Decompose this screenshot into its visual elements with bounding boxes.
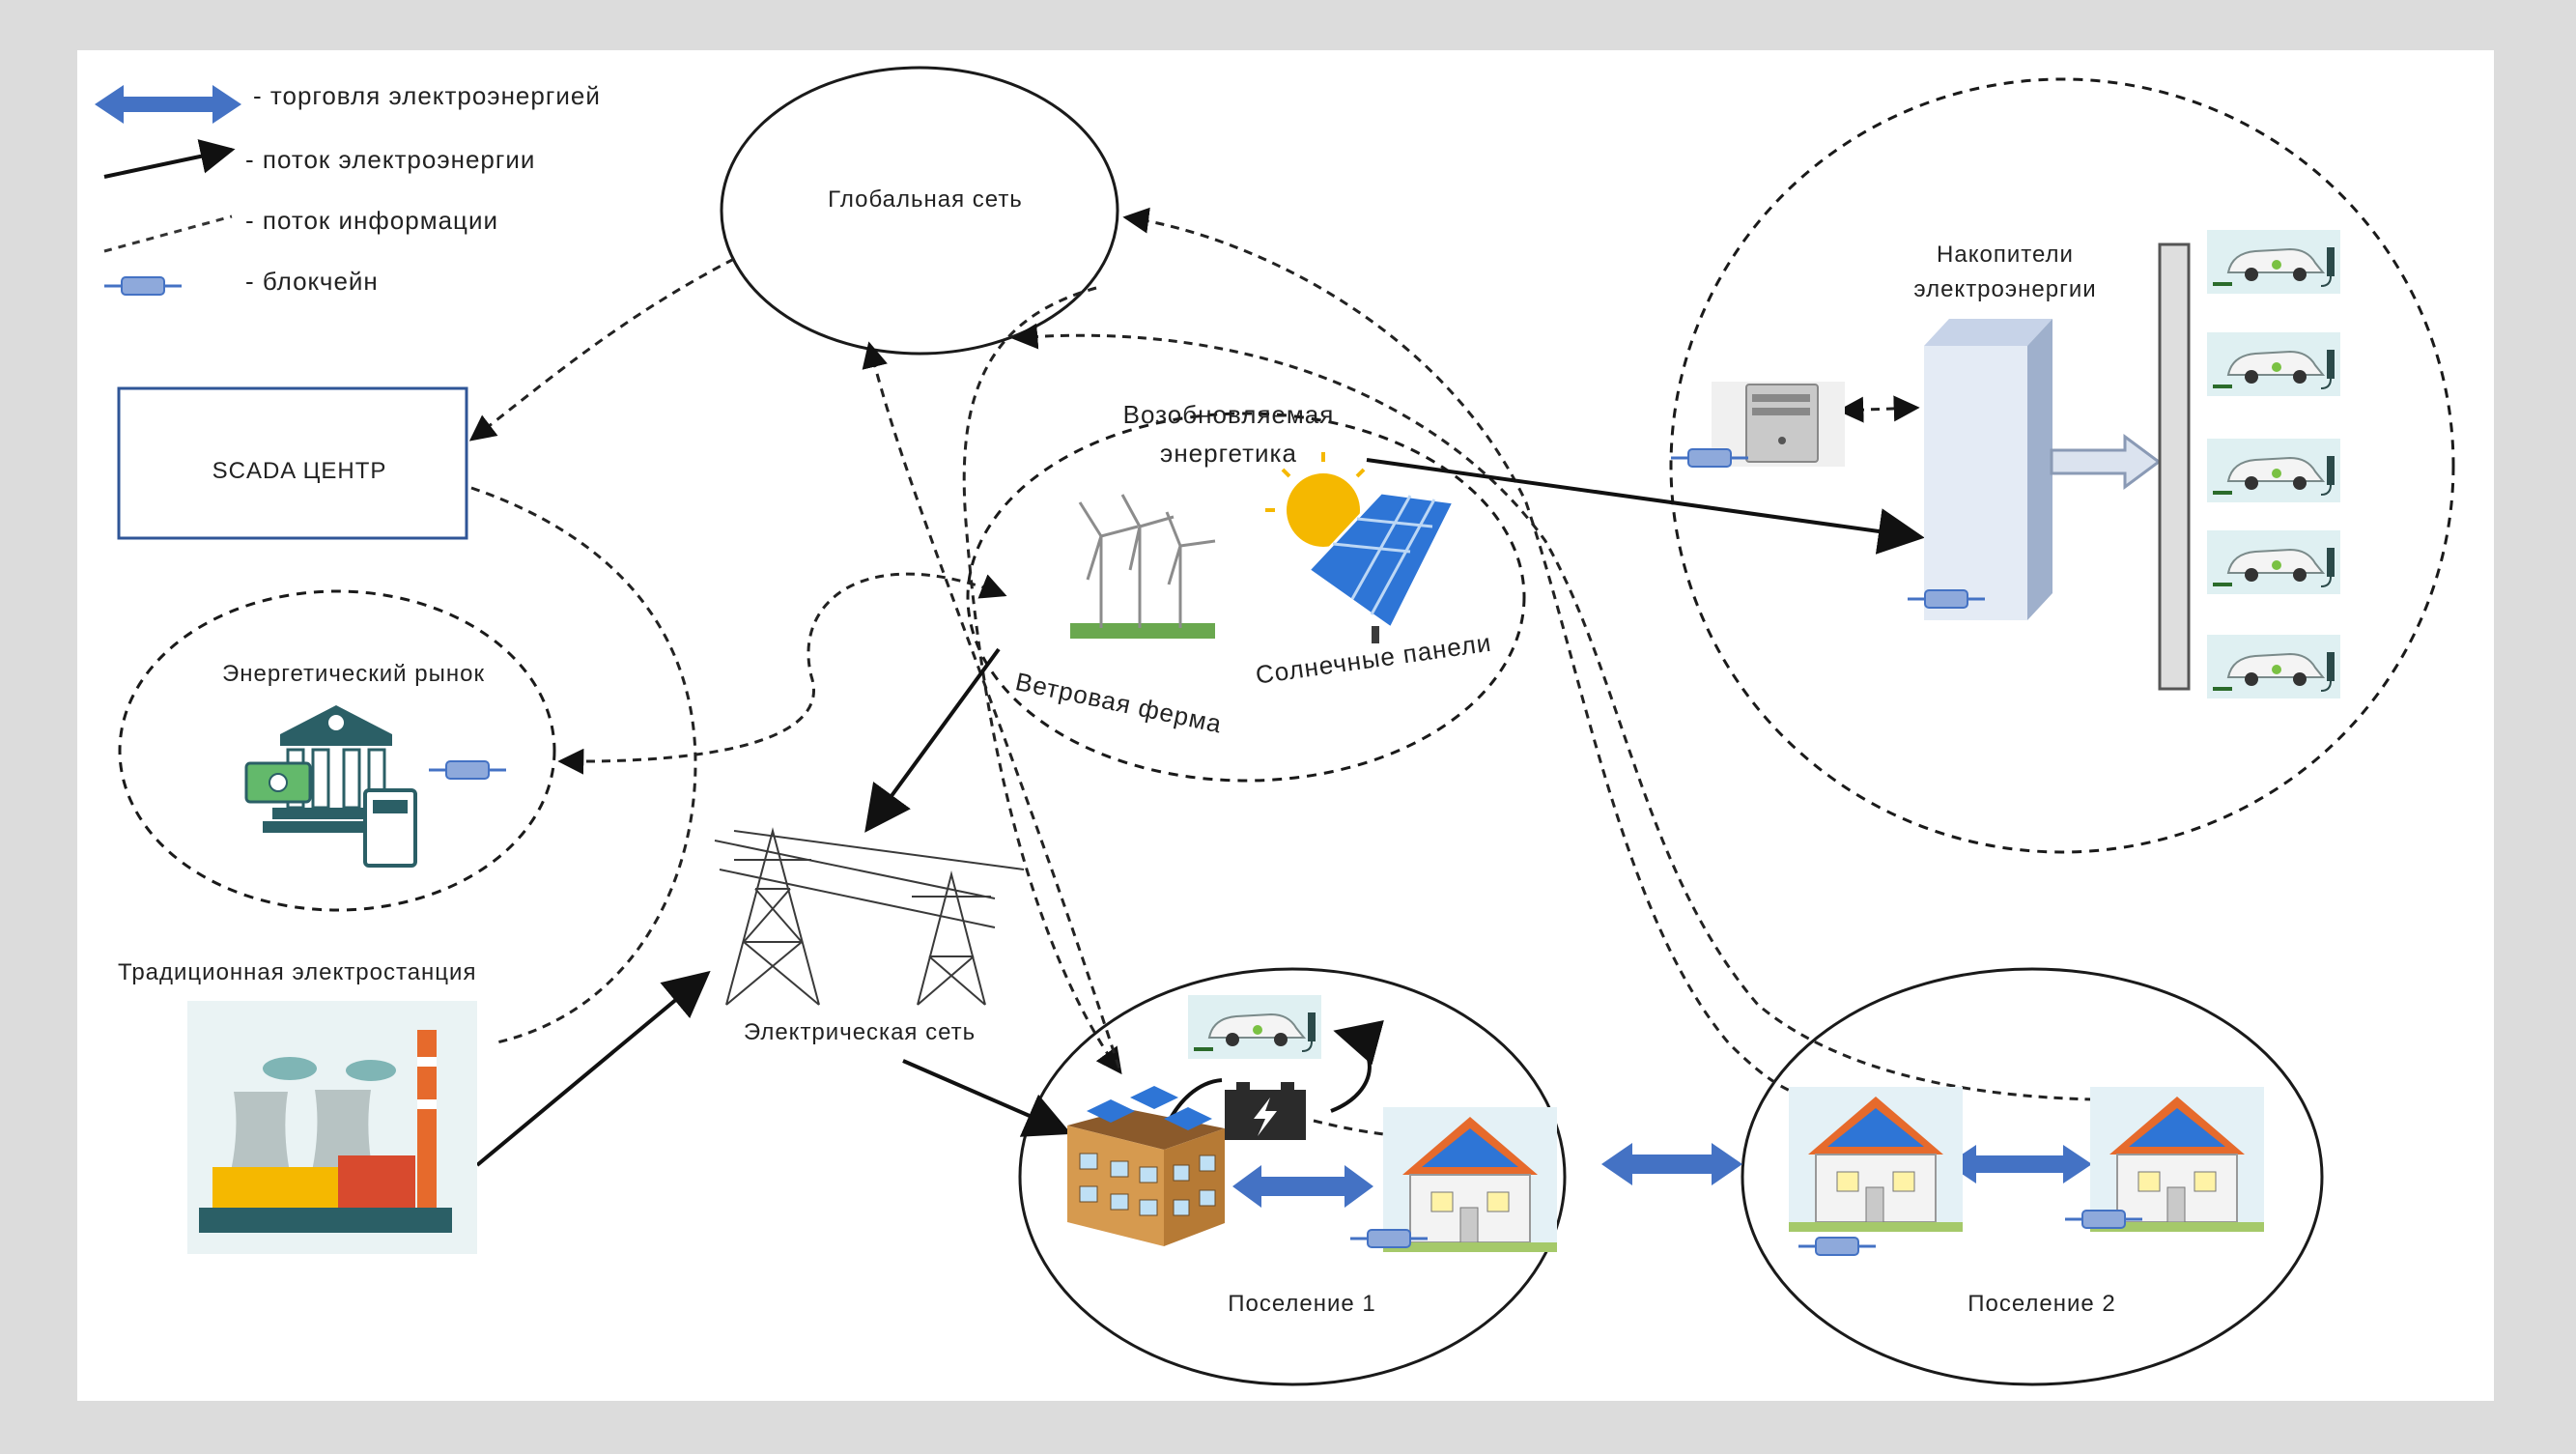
traditional-plant-label: Традиционная электростанция [118, 959, 477, 985]
global-network-label: Глобальная сеть [828, 186, 1023, 213]
storage-tower-icon [1924, 319, 2052, 620]
storage-output-arrow [2050, 434, 2162, 490]
trade-arrow-settlement2 [1947, 1145, 2092, 1183]
ev-charging-icon [2205, 437, 2342, 504]
solar-panel-icon [1265, 452, 1457, 643]
legend-trade-arrow [95, 85, 241, 124]
transmission-towers-icon [714, 827, 1025, 1006]
ev-charging-icon [2205, 330, 2342, 398]
wind-turbines-icon [1053, 488, 1231, 642]
info-flows [468, 207, 2166, 1153]
trade-arrow-settlement1 [1232, 1165, 1373, 1208]
charging-bus [2158, 242, 2191, 691]
battery-icon [1225, 1082, 1306, 1140]
ev-charging-icon [2205, 633, 2342, 700]
power-plant-icon [187, 1001, 477, 1254]
power-flows [475, 458, 1925, 1167]
renewable-label-line2: энергетика [1160, 439, 1297, 468]
ev-charging-icon [2205, 228, 2342, 296]
legend-power-arrow [103, 139, 236, 179]
energy-market-label: Энергетический рынок [222, 661, 485, 687]
legend-trade-label: - торговля электроэнергией [253, 81, 601, 110]
settlement2-label: Поселение 2 [1967, 1291, 2116, 1317]
legend-power-label: - поток электроэнергии [245, 145, 536, 174]
storage-label-line2: электроэнергии [1913, 276, 2097, 302]
trade-arrow-between-settlements [1601, 1143, 1742, 1185]
legend-blockchain-label: - блокчейн [245, 267, 379, 296]
apartment-building-icon [1067, 1086, 1225, 1246]
ev-charging-icon [1186, 993, 1323, 1061]
electric-grid-label: Электрическая сеть [743, 1019, 977, 1045]
energy-market-region [118, 589, 556, 912]
storage-label-line1: Накопители [1937, 242, 2074, 268]
legend-info-line [103, 214, 233, 253]
bank-icon [244, 705, 417, 868]
global-network-node [720, 66, 1119, 356]
solar-house-icon [1788, 1086, 1964, 1233]
server-icon [1712, 382, 1845, 467]
scada-label: SCADA ЦЕНТР [212, 458, 387, 484]
renewable-label-line1: Возобновляемая [1122, 400, 1335, 429]
settlement1-label: Поселение 1 [1228, 1291, 1376, 1317]
legend-info-label: - поток информации [245, 206, 498, 235]
scada-box [117, 386, 468, 540]
ev-charging-icon [2205, 528, 2342, 596]
